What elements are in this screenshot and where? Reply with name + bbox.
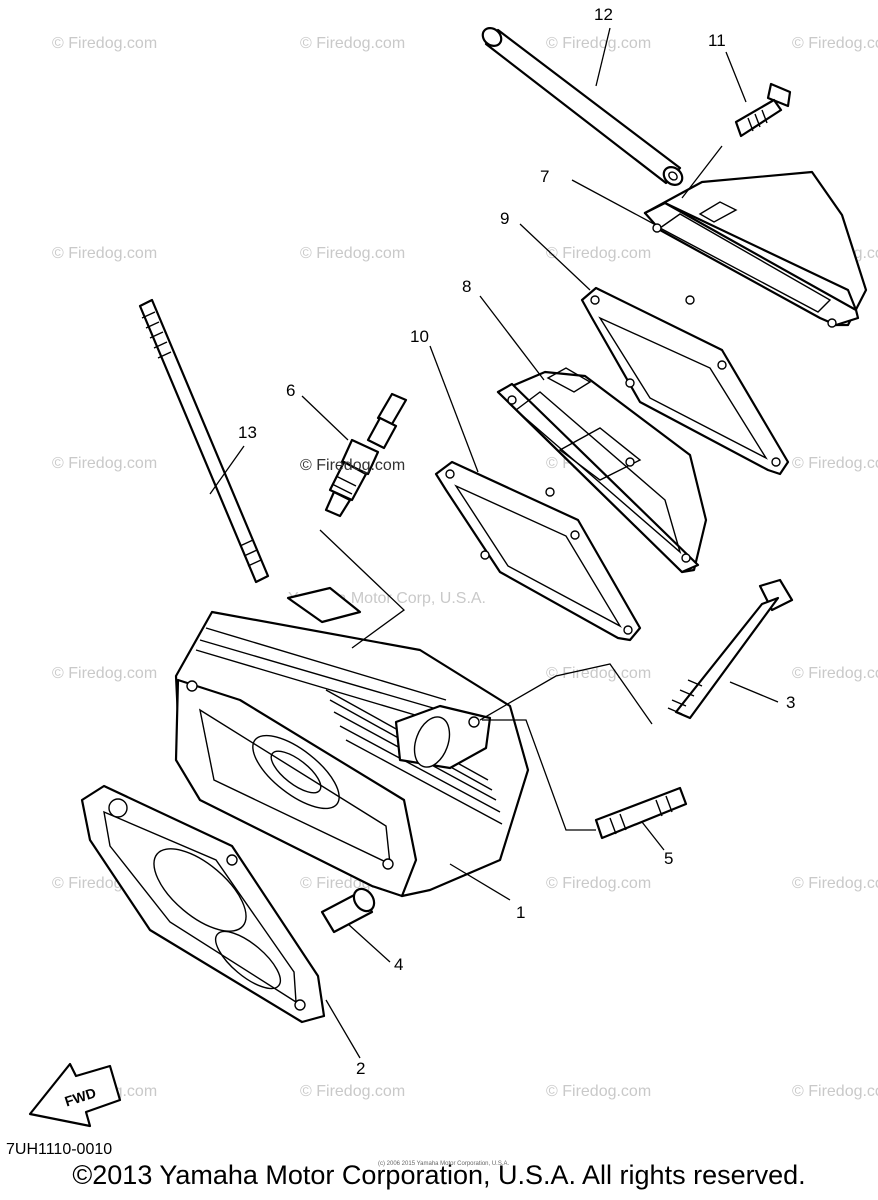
callout-3: 3 <box>786 693 795 712</box>
part-3-bolt <box>667 578 794 720</box>
fwd-arrow-icon: FWD <box>28 1062 122 1128</box>
watermark: © Firedog.com <box>792 35 878 52</box>
callout-10: 10 <box>410 327 429 346</box>
watermark: © Firedog.com <box>792 1083 878 1100</box>
watermark: © Firedog.com <box>546 875 651 892</box>
part-12-hose <box>481 27 684 186</box>
callout-12: 12 <box>594 5 613 24</box>
callouts: 12 11 7 9 8 10 6 13 3 5 1 4 2 <box>238 5 795 1078</box>
leader-lines <box>209 27 779 1059</box>
watermark: © Firedog.com <box>52 245 157 262</box>
watermark: © Firedog.com <box>546 35 651 52</box>
copyright-notice: ©2013 Yamaha Motor Corporation, U.S.A. A… <box>72 1160 806 1190</box>
part-11-bolt <box>734 82 792 138</box>
part-10-gasket <box>434 460 642 642</box>
watermark: © Firedog.com <box>792 875 878 892</box>
part-6-spark-plug <box>324 392 408 518</box>
callout-4: 4 <box>394 955 403 974</box>
callout-1: 1 <box>516 903 525 922</box>
center-watermark: © Firedog.com <box>300 457 405 474</box>
callout-6: 6 <box>286 381 295 400</box>
callout-9: 9 <box>500 209 509 228</box>
part-code: 7UH1110-0010 <box>6 1141 113 1158</box>
tiny-copyright: (c) 2006 2015 Yamaha Motor Corporation, … <box>378 1161 510 1167</box>
watermark: © Firedog.com <box>546 1083 651 1100</box>
watermark: © Firedog.com <box>300 1083 405 1100</box>
part-13-stud <box>138 298 270 584</box>
watermark: © Firedog.com <box>792 455 878 472</box>
watermark: © Firedog.com <box>52 35 157 52</box>
callout-2: 2 <box>356 1059 365 1078</box>
callout-13: 13 <box>238 423 257 442</box>
watermark: © Firedog.com <box>300 245 405 262</box>
part-7-cover <box>643 170 868 328</box>
watermark: © Firedog.com <box>546 245 651 262</box>
part-2-gasket <box>80 784 326 1024</box>
callout-7: 7 <box>540 167 549 186</box>
part-1-cylinder-block <box>174 586 530 898</box>
part-5-stud <box>594 786 688 840</box>
part-8-reed-valve <box>496 367 708 574</box>
watermark: © Firedog.com <box>300 35 405 52</box>
watermark: © Firedog.com <box>792 665 878 682</box>
part-9-gasket <box>580 286 790 476</box>
callout-8: 8 <box>462 277 471 296</box>
callout-11: 11 <box>708 31 726 50</box>
part-4-dowel <box>320 887 376 934</box>
callout-5: 5 <box>664 849 673 868</box>
watermark: © Firedog.com <box>546 665 651 682</box>
watermark: © Firedog.com <box>52 665 157 682</box>
watermark: © Firedog.com <box>52 455 157 472</box>
